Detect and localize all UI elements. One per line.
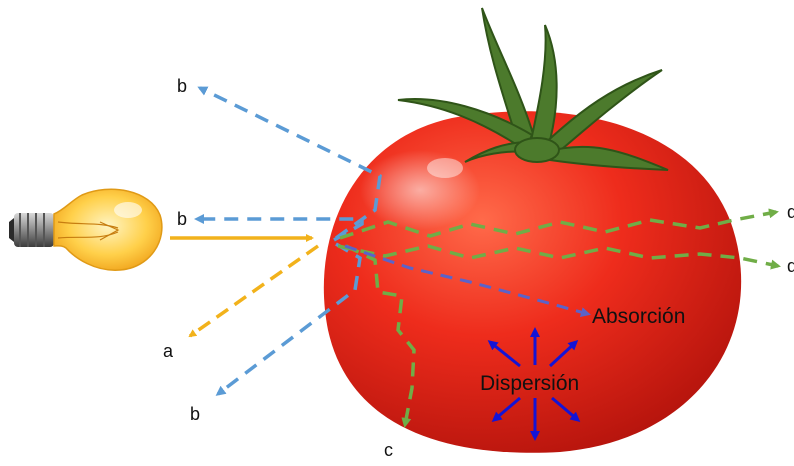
label-c: c xyxy=(384,440,393,460)
label-d-top: d xyxy=(787,202,794,222)
label-b-middle: b xyxy=(177,209,187,229)
label-a: a xyxy=(163,341,174,361)
specular-reflection-ray xyxy=(190,246,318,336)
label-b-top: b xyxy=(177,76,187,96)
label-d-bottom: d xyxy=(787,256,794,276)
label-b-bottom: b xyxy=(190,404,200,424)
light-bulb-icon xyxy=(9,189,162,270)
label-absorption: Absorción xyxy=(592,305,685,328)
label-scattering: Dispersión xyxy=(480,372,579,395)
